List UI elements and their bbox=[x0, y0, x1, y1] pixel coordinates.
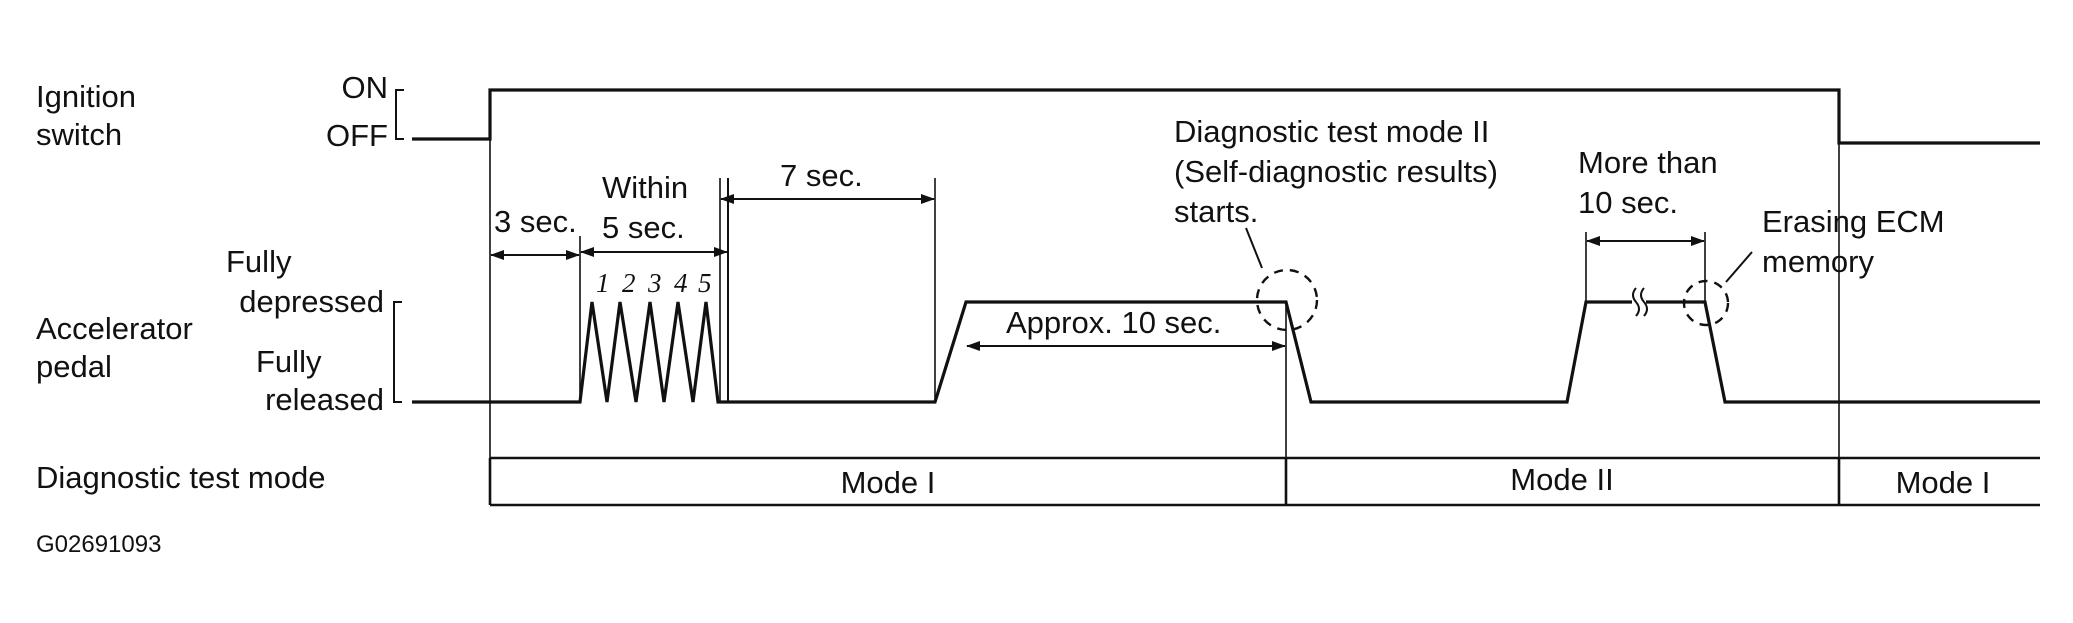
erasing-ecm-label-line1: Erasing ECM bbox=[1762, 204, 1945, 239]
more-than-label-line1: More than bbox=[1578, 145, 1718, 180]
press-count-1: 1 bbox=[596, 268, 610, 298]
mode-2-segment-label: Mode II bbox=[1510, 462, 1613, 497]
accelerator-pedal-label-line1: Accelerator bbox=[36, 311, 193, 346]
mode2-start-label-line1: Diagnostic test mode II bbox=[1174, 114, 1489, 149]
pedal-level-bracket bbox=[393, 301, 402, 403]
erasing-ecm-highlight-circle bbox=[1682, 279, 1730, 327]
ignition-off-label: OFF bbox=[326, 118, 388, 153]
mode-1-first-segment-label: Mode I bbox=[841, 465, 936, 500]
approx-10sec-label: Approx. 10 sec. bbox=[1006, 305, 1221, 340]
more-than-label-line2: 10 sec. bbox=[1578, 185, 1678, 220]
time-break-icon bbox=[1632, 287, 1648, 317]
within-label-line1: Within bbox=[602, 170, 688, 205]
fully-released-label-line1: Fully bbox=[256, 344, 322, 379]
erasing-ecm-leader bbox=[1725, 251, 1753, 283]
press-count-2: 2 bbox=[622, 268, 636, 298]
mode2-start-highlight-circle bbox=[1255, 268, 1319, 332]
mode2-start-leader bbox=[1245, 227, 1263, 269]
three-sec-label: 3 sec. bbox=[494, 204, 577, 239]
ignition-switch-label-line1: Ignition bbox=[36, 79, 136, 114]
mode-bar bbox=[488, 456, 2040, 507]
seven-sec-label: 7 sec. bbox=[780, 158, 863, 193]
press-count-3: 3 bbox=[647, 268, 662, 298]
ignition-on-label: ON bbox=[342, 70, 389, 105]
ignition-level-bracket bbox=[395, 89, 404, 140]
mode2-start-label-line3: starts. bbox=[1174, 194, 1258, 229]
accelerator-pedal-waveform bbox=[412, 300, 2040, 404]
fully-depressed-label-line2: depressed bbox=[239, 284, 384, 319]
mode2-start-label-line2: (Self-diagnostic results) bbox=[1174, 154, 1498, 189]
fully-released-label-line2: released bbox=[265, 382, 384, 417]
fully-depressed-label-line1: Fully bbox=[226, 244, 292, 279]
diagnostic-test-mode-label: Diagnostic test mode bbox=[36, 460, 325, 495]
erasing-ecm-label-line2: memory bbox=[1762, 244, 1874, 279]
ignition-switch-label-line2: switch bbox=[36, 117, 122, 152]
accelerator-pedal-label-line2: pedal bbox=[36, 349, 112, 384]
press-count-5: 5 bbox=[698, 268, 712, 298]
mode-1-last-segment-label: Mode I bbox=[1896, 465, 1991, 500]
ignition-switch-waveform bbox=[412, 88, 2040, 145]
figure-code: G02691093 bbox=[36, 531, 161, 558]
within-label-line2: 5 sec. bbox=[602, 210, 685, 245]
press-count-4: 4 bbox=[674, 268, 688, 298]
